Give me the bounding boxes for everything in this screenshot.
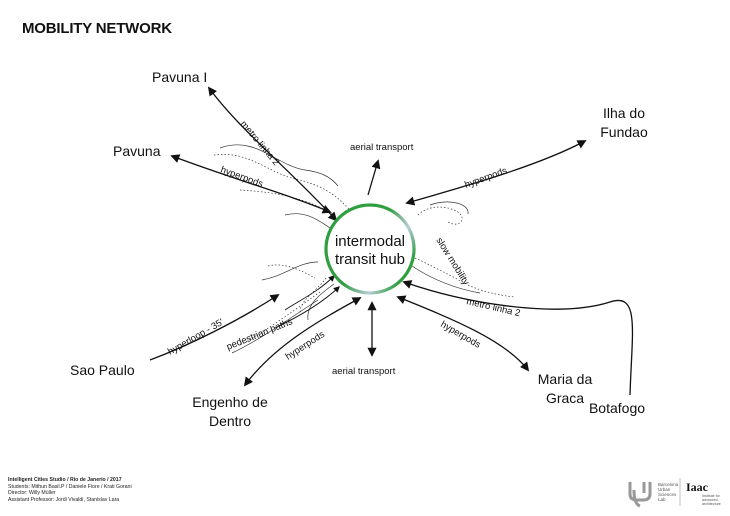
- pedestrian-arrow-1: [284, 275, 335, 311]
- edge-label-metro-linha-2-top: metro linha 2: [238, 119, 282, 168]
- node-labels: Pavuna I Pavuna Ilha do Fundao Sao Paulo…: [70, 69, 648, 429]
- aerial-top-arrow: [367, 159, 381, 196]
- edge-label-aerial-top: aerial transport: [350, 142, 414, 153]
- usc-logo-text-1: Barcelona: [658, 482, 679, 487]
- credits-block: Intelligent Cities Studio / Rio de Janer…: [8, 477, 132, 503]
- usc-logo-text-4: Lab: [658, 497, 666, 502]
- connection-arrows: [149, 86, 634, 396]
- node-pavuna-i: Pavuna I: [152, 69, 207, 85]
- edge-label-slow-mobility: slow mobility: [433, 236, 471, 288]
- credits-director: Director: Willy Müller: [8, 490, 56, 497]
- node-ilha-line1: Ilha do: [603, 105, 645, 121]
- hyperpods-engenho-arrow: [243, 297, 362, 387]
- node-sao-paulo: Sao Paulo: [70, 362, 135, 378]
- node-engenho-line1: Engenho de: [192, 394, 268, 410]
- credits-studio: Intelligent Cities Studio / Rio de Janer…: [8, 477, 122, 483]
- node-botafogo: Botafogo: [589, 400, 645, 416]
- node-engenho-line2: Dentro: [209, 413, 251, 429]
- pedestrian-arrow-2: [274, 286, 340, 329]
- edge-label-hyperpods-ilha: hyperpods: [463, 165, 509, 191]
- edge-label-pedestrian-paths: pedestrian paths: [225, 316, 294, 353]
- credits-assistant: Assistant Professor: Jordi Vivaldi, Stan…: [8, 496, 120, 503]
- hyperpods-pavuna-arrow: [170, 154, 332, 214]
- edge-label-hyperpods-engenho: hyperpods: [284, 329, 327, 363]
- metro-linha-2-right-arrow: [402, 280, 634, 396]
- edge-label-hyperloop: hyperloop - 35': [166, 317, 226, 358]
- logo-iaac: Iaac Institute for advanced architecture: [686, 480, 721, 506]
- hyperloop-arrow: [149, 293, 280, 361]
- logo-usc: Barcelona Urban Sciences Lab: [628, 478, 681, 508]
- usc-logo-text-2: Urban: [658, 487, 671, 492]
- node-pavuna: Pavuna: [113, 143, 161, 159]
- edge-label-hyperpods-pavuna: hyperpods: [219, 164, 265, 190]
- svg-text:architecture: architecture: [702, 502, 721, 506]
- credits-students: Students: Mithun Basil.P / Daniele Fiore…: [8, 483, 132, 490]
- svg-text:advanced: advanced: [702, 498, 718, 502]
- hub-label-line2: transit hub: [335, 251, 405, 268]
- iaac-logo-mark: Iaac: [686, 480, 709, 494]
- page-title: MOBILITY NETWORK: [22, 20, 172, 37]
- svg-text:Institute for: Institute for: [702, 494, 721, 498]
- node-maria-line1: Maria da: [538, 371, 593, 387]
- usc-logo-text-3: Sciences: [658, 492, 677, 497]
- edge-label-metro-linha-2-right: metro linha 2: [465, 296, 521, 319]
- hub-label-line1: intermodal: [335, 233, 405, 250]
- hyperpods-maria-arrow: [396, 295, 530, 372]
- node-ilha-line2: Fundao: [600, 124, 648, 140]
- node-maria-line2: Graca: [546, 390, 584, 406]
- edge-label-aerial-bottom: aerial transport: [332, 366, 396, 377]
- usc-logo-mark: [628, 482, 652, 502]
- hub-ring: [324, 203, 416, 295]
- hyperpods-ilha-arrow: [405, 140, 587, 206]
